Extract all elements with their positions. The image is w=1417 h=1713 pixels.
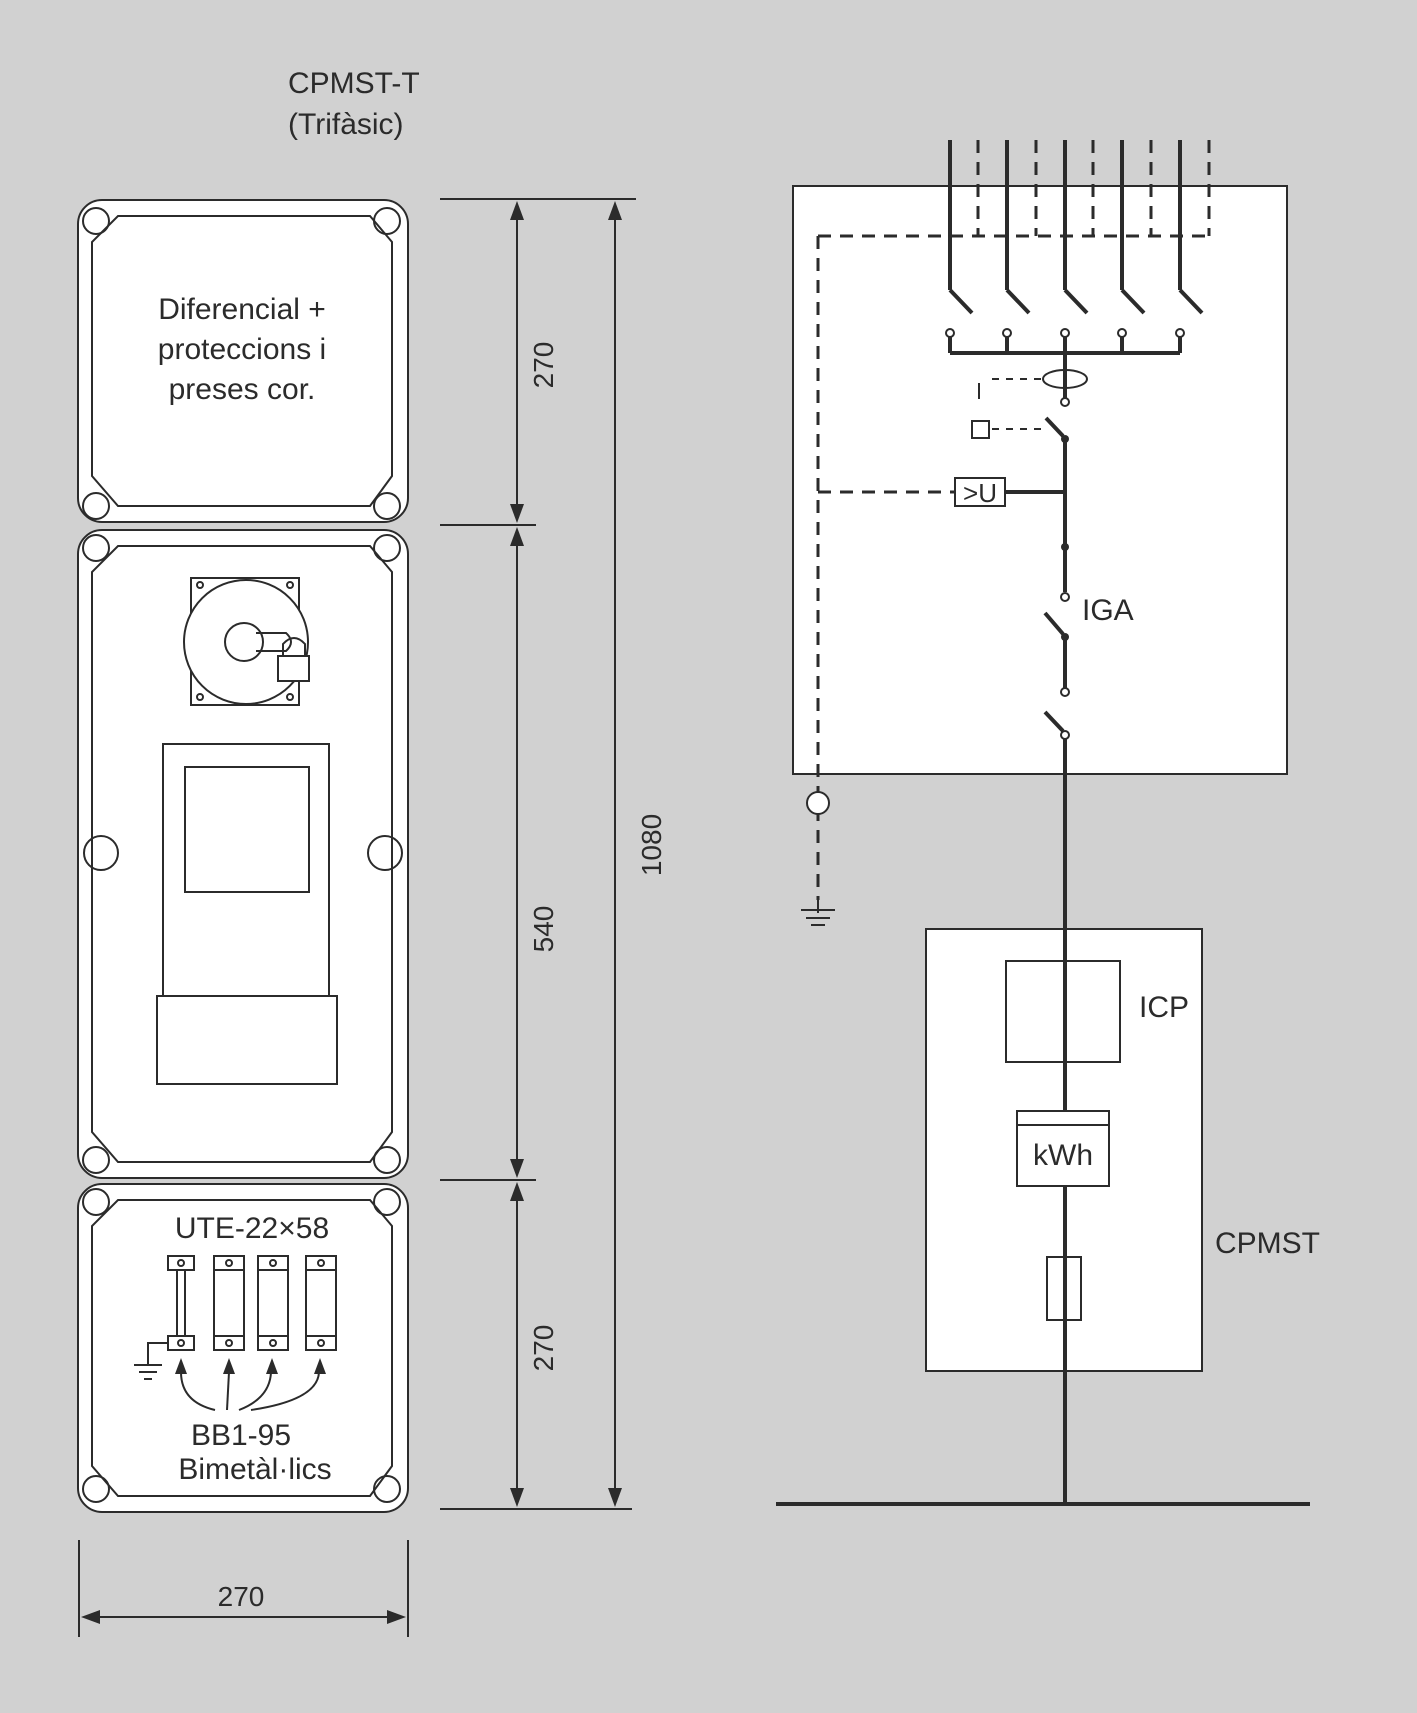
overvoltage-relay-icon: >U bbox=[954, 477, 1069, 551]
screw-icon bbox=[373, 1475, 401, 1503]
icp-label: ICP bbox=[1139, 991, 1189, 1024]
meter-icon: kWh bbox=[1016, 1110, 1110, 1187]
dimension-width-value: 270 bbox=[218, 1581, 265, 1612]
dimension-lines: 270 540 270 1080 270 bbox=[78, 198, 667, 1637]
dimension-middle-value: 540 bbox=[528, 906, 559, 953]
screw-icon bbox=[82, 492, 110, 520]
screw-icon bbox=[82, 1475, 110, 1503]
differential-icon bbox=[971, 353, 1088, 592]
arrow-icon bbox=[175, 1358, 326, 1411]
overvoltage-label: >U bbox=[963, 478, 997, 508]
screw-icon bbox=[373, 1146, 401, 1174]
screw-icon bbox=[373, 534, 401, 562]
fuse-holder-icon bbox=[257, 1255, 289, 1351]
dimension-middle: 540 bbox=[510, 527, 559, 1178]
cabinet-front-view: CPMST-T (Trifàsic) Diferencial + protecc… bbox=[77, 67, 420, 1513]
iga-breaker-icon: IGA bbox=[1043, 592, 1134, 929]
wiring-schematic: >U IGA ICP bbox=[776, 140, 1320, 1506]
switch-icon bbox=[945, 288, 1204, 355]
cpmst-label: CPMST bbox=[1215, 1227, 1320, 1260]
screw-icon bbox=[373, 207, 401, 235]
fuse-icon bbox=[1046, 1256, 1082, 1321]
top-module: Diferencial + proteccions i preses cor. bbox=[77, 199, 409, 523]
padlock-switch-icon bbox=[183, 577, 310, 706]
screw-icon bbox=[373, 1188, 401, 1216]
top-module-label-line2: proteccions i bbox=[158, 333, 326, 366]
cabinet-title: CPMST-T bbox=[288, 67, 420, 100]
screw-icon bbox=[373, 492, 401, 520]
screw-icon bbox=[82, 1146, 110, 1174]
bimetallic-label: Bimetàl·lics bbox=[178, 1453, 331, 1486]
bottom-module: UTE-22×58 bbox=[77, 1183, 409, 1513]
dimension-top: 270 bbox=[510, 201, 559, 523]
ground-icon bbox=[134, 1364, 162, 1380]
mounting-hole-icon bbox=[367, 835, 403, 871]
fuse-holder-icon bbox=[305, 1255, 337, 1351]
meter-label: kWh bbox=[1033, 1139, 1093, 1172]
bb1-label: BB1-95 bbox=[191, 1419, 291, 1452]
dimension-bottom: 270 bbox=[510, 1182, 559, 1507]
iga-label: IGA bbox=[1082, 594, 1134, 627]
dimension-top-value: 270 bbox=[528, 342, 559, 389]
earth-icon bbox=[801, 791, 835, 926]
dimension-total-value: 1080 bbox=[636, 814, 667, 876]
fuse-holder-icon bbox=[213, 1255, 245, 1351]
cabinet-subtitle: (Trifàsic) bbox=[288, 108, 404, 141]
protection-panel bbox=[792, 185, 1288, 775]
mounting-hole-icon bbox=[83, 835, 119, 871]
screw-icon bbox=[82, 534, 110, 562]
dimension-bottom-value: 270 bbox=[528, 1325, 559, 1372]
neutral-link-icon bbox=[147, 1255, 195, 1365]
screw-icon bbox=[82, 1188, 110, 1216]
middle-module bbox=[77, 529, 409, 1179]
dimension-total: 1080 bbox=[608, 201, 667, 1507]
top-module-label-line3: preses cor. bbox=[169, 373, 316, 406]
icp-icon: ICP bbox=[1005, 960, 1189, 1063]
ute-label: UTE-22×58 bbox=[175, 1212, 329, 1245]
screw-icon bbox=[82, 207, 110, 235]
top-module-label-line1: Diferencial + bbox=[158, 293, 326, 326]
dimension-width: 270 bbox=[78, 1540, 409, 1637]
